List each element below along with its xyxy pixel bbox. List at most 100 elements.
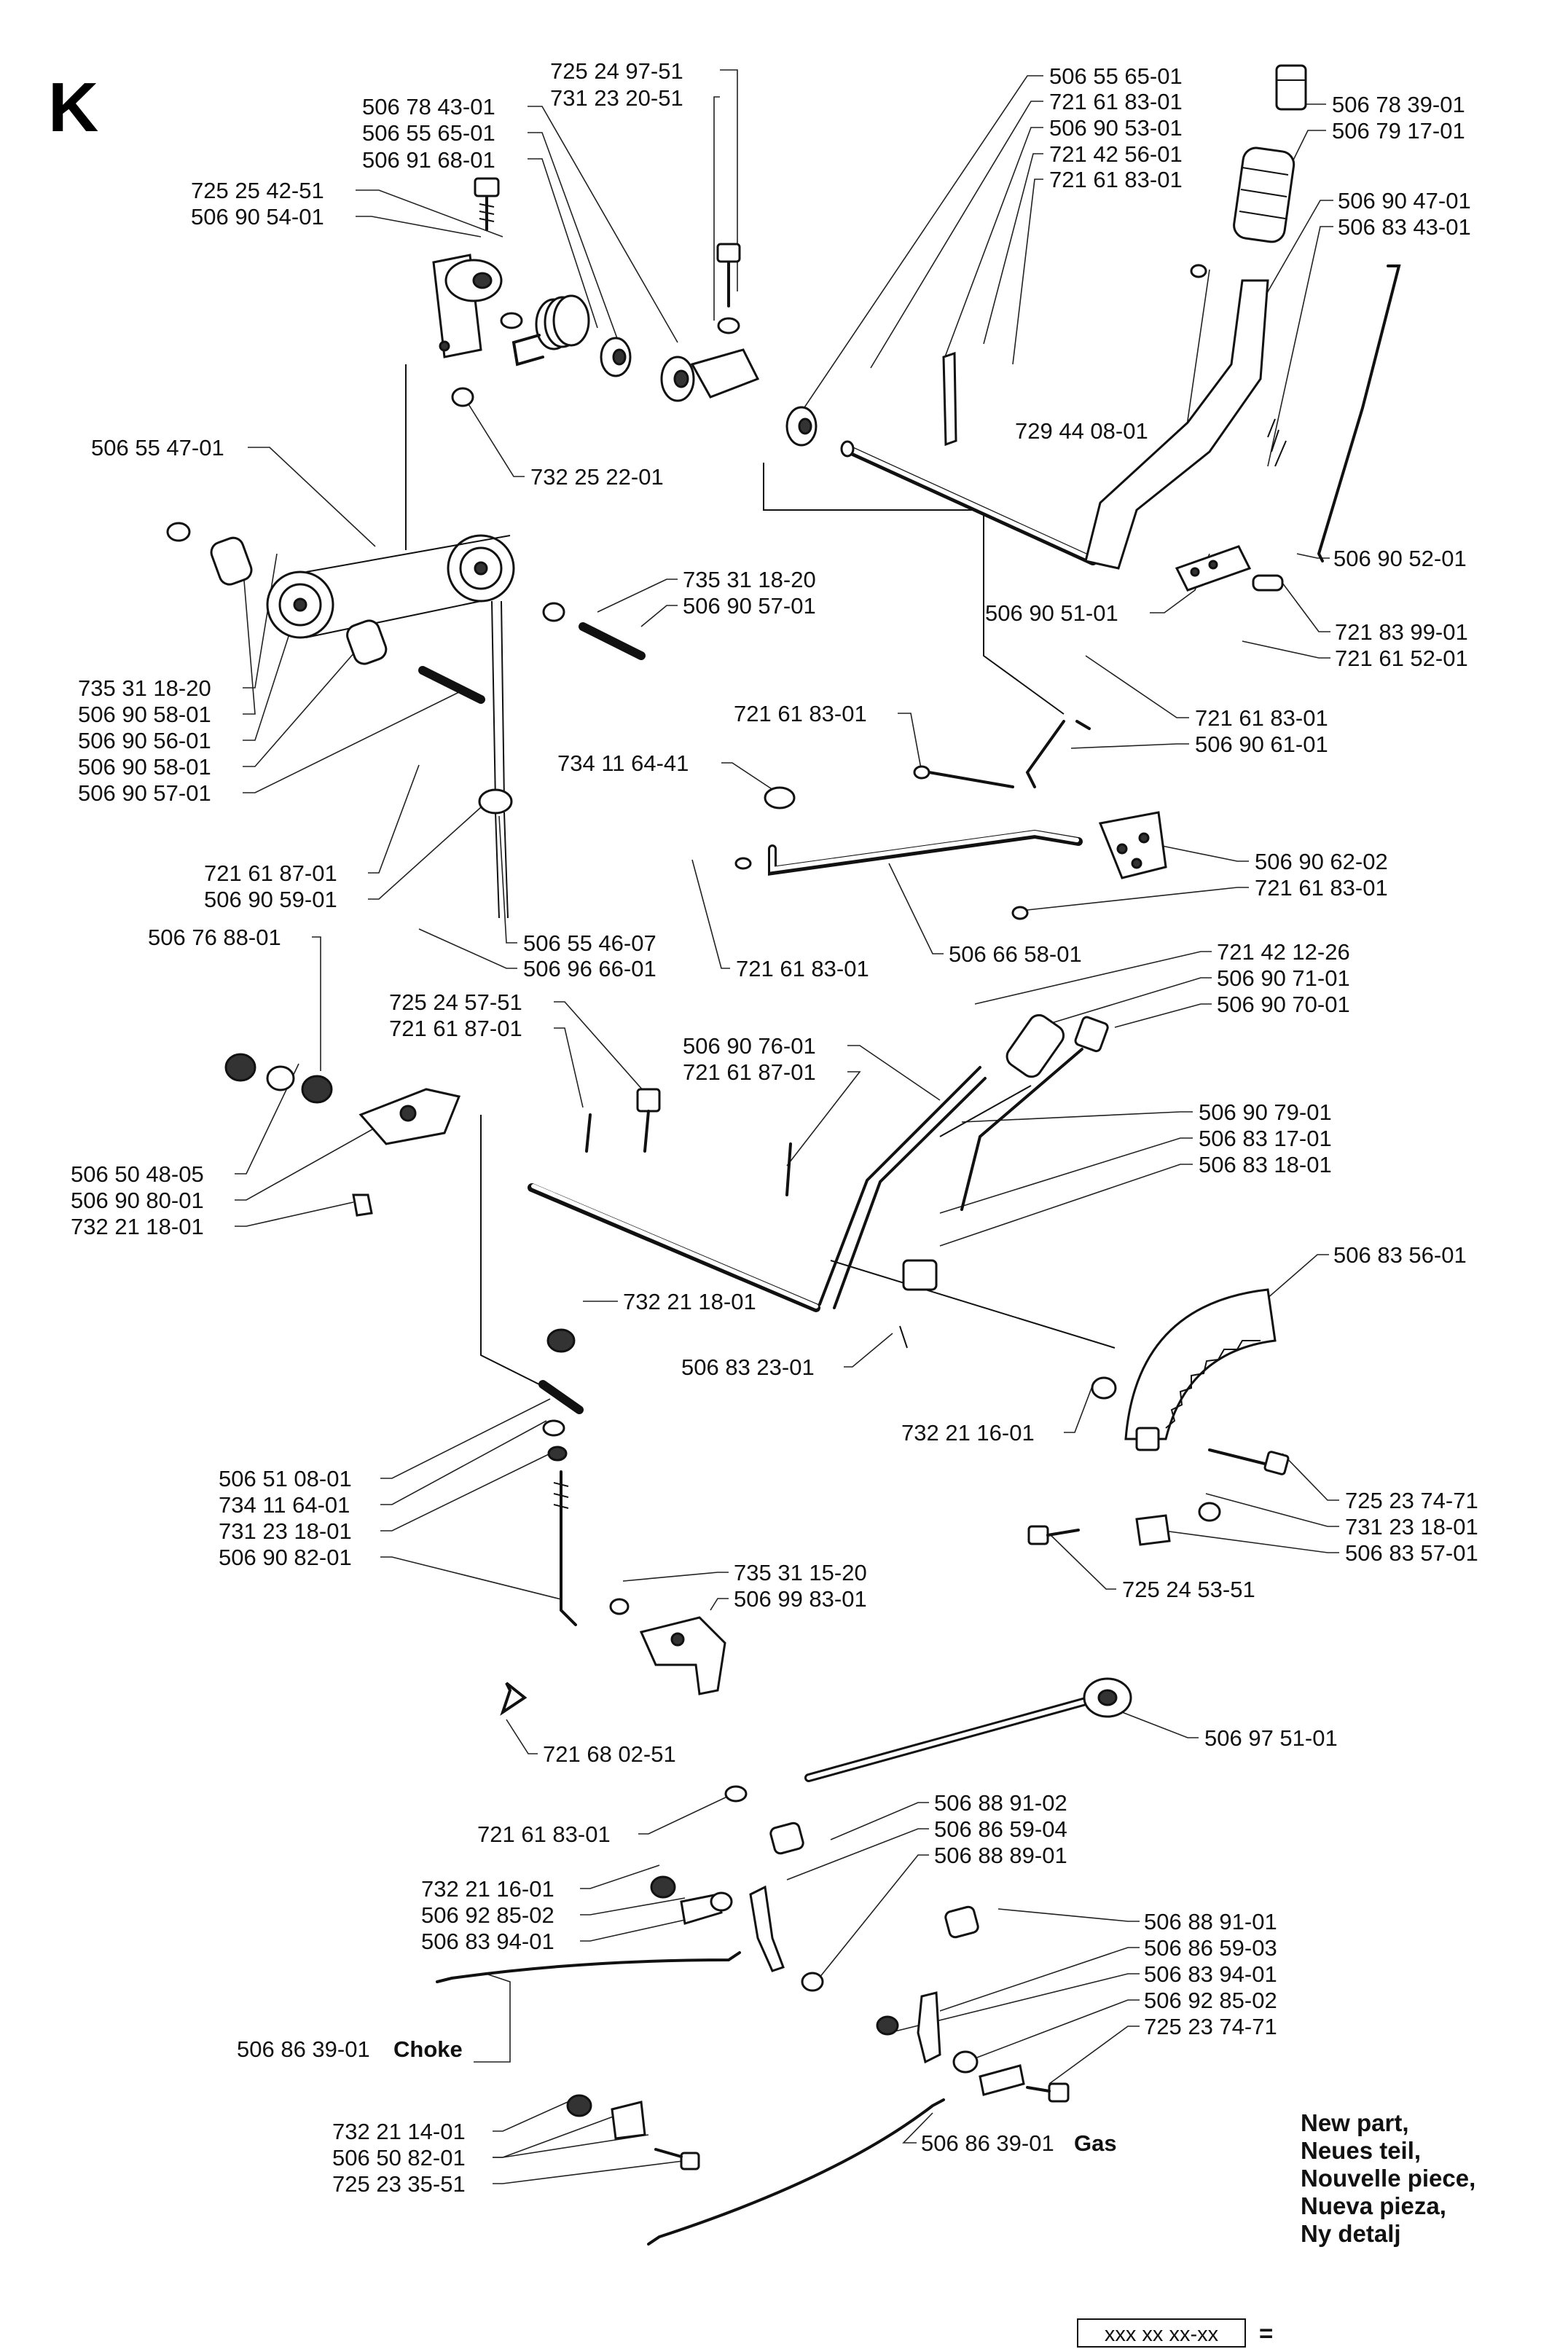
part-label-l51: 506 90 79-01 [1199, 1099, 1332, 1125]
legend: New part, Neues teil, Nouvelle piece, Nu… [1301, 2109, 1563, 2248]
lower-small-parts [566, 2094, 700, 2170]
part-label-l26: 735 31 18-20 [78, 675, 211, 701]
part-label-l33: 721 61 83-01 [734, 701, 867, 726]
part-label-l18: 506 83 43-01 [1338, 214, 1471, 240]
lever-arm-small [690, 348, 760, 399]
part-label-l24: 735 31 18-20 [683, 567, 816, 592]
part-label-l61: 725 23 74-71 [1345, 1488, 1478, 1513]
part-label-l41: 506 76 88-01 [148, 925, 281, 950]
part-label-l46: 506 90 70-01 [1217, 992, 1350, 1017]
part-label-l54: 506 50 48-05 [71, 1161, 204, 1187]
part-label-l22: 721 83 99-01 [1335, 619, 1468, 645]
part-label-l30: 506 90 57-01 [78, 780, 211, 806]
part-label-l87: 506 86 39-01 [921, 2130, 1054, 2156]
part-label-l76: 506 88 89-01 [934, 1843, 1067, 1868]
part-label-l72: 721 68 02-51 [543, 1741, 676, 1767]
part-label-l45: 506 90 71-01 [1217, 965, 1350, 991]
part-label-l74: 506 88 91-02 [934, 1790, 1067, 1816]
part-label-l20: 506 90 52-01 [1333, 546, 1467, 571]
part-label-l37: 506 90 62-02 [1255, 849, 1388, 874]
bolt-top-center [716, 243, 741, 263]
part-label-l71: 506 97 51-01 [1204, 1725, 1338, 1751]
lever-handle-upper [1084, 64, 1307, 570]
part-label-l5: 506 91 68-01 [362, 147, 495, 173]
part-label-l77: 732 21 16-01 [421, 1876, 554, 1902]
plate-pin [942, 351, 957, 447]
legend-line-5: Ny detalj [1301, 2220, 1401, 2247]
main-shaft-upper [840, 440, 1097, 565]
part-label-l81: 506 86 59-03 [1144, 1935, 1277, 1961]
part-label-l11: 721 61 83-01 [1049, 89, 1183, 114]
part-label-l80: 506 88 91-01 [1144, 1909, 1277, 1934]
part-label-l13: 721 42 56-01 [1049, 141, 1183, 167]
part-label-l86: Choke [393, 2036, 463, 2062]
part-label-l7: 506 90 54-01 [191, 204, 324, 230]
part-label-l57: 506 83 56-01 [1333, 1242, 1467, 1268]
part-label-l50: 721 61 87-01 [683, 1059, 816, 1085]
part-label-l38: 721 61 83-01 [1255, 875, 1388, 901]
legend-line-4: Nueva pieza, [1301, 2192, 1446, 2219]
part-label-l42: 506 66 58-01 [949, 941, 1082, 967]
legend-equals: = [1259, 2320, 1274, 2347]
part-label-l69: 735 31 15-20 [734, 1560, 867, 1585]
part-label-l9: 732 25 22-01 [530, 464, 664, 490]
main-shaft-lower [528, 1088, 820, 1312]
part-drawings [166, 64, 1401, 2246]
sector-gear [1027, 1288, 1290, 1546]
part-label-l60: 732 21 16-01 [901, 1420, 1035, 1446]
part-label-l31: 721 61 83-01 [1195, 705, 1328, 731]
part-label-l70: 506 99 83-01 [734, 1586, 867, 1612]
part-label-l62: 731 23 18-01 [1345, 1514, 1478, 1540]
part-label-l91: 725 23 35-51 [332, 2171, 466, 2197]
part-label-l64: 506 51 08-01 [219, 1466, 352, 1491]
pulley-assembly [166, 522, 646, 919]
part-label-l8: 506 55 47-01 [91, 435, 224, 460]
pin-721-83-99 [1252, 574, 1284, 592]
spring-small [1267, 418, 1287, 467]
part-label-l68: 725 24 53-51 [1122, 1577, 1255, 1602]
part-label-l56: 732 21 18-01 [71, 1214, 204, 1239]
part-label-l2: 731 23 20-51 [550, 85, 683, 111]
nut-732-25-22 [451, 387, 474, 407]
part-label-l32: 506 90 61-01 [1195, 732, 1328, 757]
part-label-l79: 506 83 94-01 [421, 1929, 554, 1954]
part-label-l53: 506 83 18-01 [1199, 1152, 1332, 1177]
part-label-l35: 721 61 87-01 [204, 860, 337, 886]
part-label-l85: 506 86 39-01 [237, 2036, 370, 2062]
part-label-l27: 506 90 58-01 [78, 702, 211, 727]
vertical-link [500, 1328, 726, 1716]
part-label-l78: 506 92 85-02 [421, 1902, 554, 1928]
part-label-l48: 721 61 87-01 [389, 1016, 522, 1041]
part-label-l6: 725 25 42-51 [191, 178, 324, 203]
part-label-l19: 729 44 08-01 [1015, 418, 1148, 444]
part-label-l65: 734 11 64-01 [219, 1492, 350, 1518]
carb-levers [650, 1821, 1070, 2103]
part-label-l23: 721 61 52-01 [1335, 646, 1468, 671]
part-label-l73: 721 61 83-01 [477, 1821, 611, 1847]
part-label-l83: 506 92 85-02 [1144, 1988, 1277, 2013]
part-label-l63: 506 83 57-01 [1345, 1540, 1478, 1566]
part-label-l12: 506 90 53-01 [1049, 115, 1183, 141]
legend-part-number-box: xxx xx xx-xx [1077, 2318, 1246, 2348]
bushings-lower-left [224, 1053, 461, 1217]
part-label-l49: 506 90 76-01 [683, 1033, 816, 1059]
part-label-l59: 506 83 23-01 [681, 1354, 815, 1380]
part-label-l10: 506 55 65-01 [1049, 63, 1183, 89]
part-label-l82: 506 83 94-01 [1144, 1961, 1277, 1987]
part-label-l88: Gas [1074, 2130, 1117, 2156]
part-label-l4: 506 55 65-01 [362, 120, 495, 146]
part-label-l44: 721 42 12-26 [1217, 939, 1350, 965]
part-label-l55: 506 90 80-01 [71, 1188, 204, 1213]
part-label-l84: 725 23 74-71 [1144, 2014, 1277, 2039]
bolt-top-left [474, 177, 500, 231]
section-letter: K [48, 68, 98, 146]
throttle-rod [724, 1677, 1132, 1803]
lever-handle-lower [818, 1013, 1109, 1349]
torsion-spring [500, 294, 590, 366]
long-rod-right [1317, 264, 1401, 562]
part-label-l21: 506 90 51-01 [985, 600, 1118, 626]
part-label-l90: 506 50 82-01 [332, 2145, 466, 2170]
part-label-l15: 506 78 39-01 [1332, 92, 1465, 117]
